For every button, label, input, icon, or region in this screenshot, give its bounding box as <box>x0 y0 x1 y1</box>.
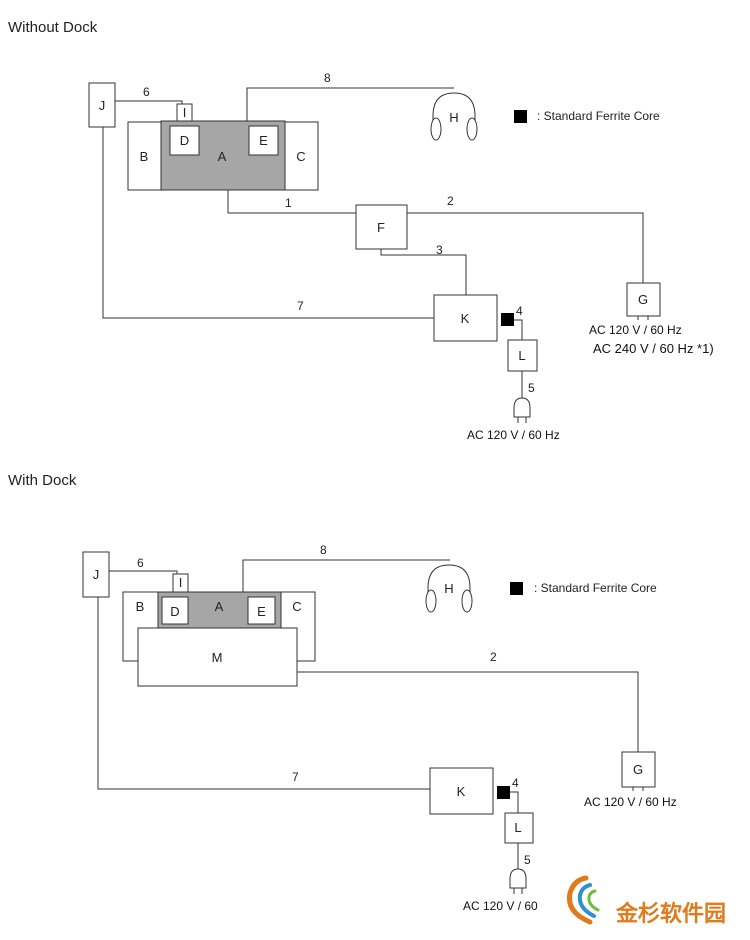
ferrite-core <box>497 786 510 799</box>
plug-icon <box>513 397 531 423</box>
component-h-label: H <box>449 110 458 125</box>
component-f-label: F <box>377 220 385 235</box>
component-i-label: I <box>183 105 187 120</box>
component-j-label: J <box>93 567 100 582</box>
power-g: AC 120 V / 60 Hz <box>584 795 677 809</box>
cable-1-label: 1 <box>285 196 292 210</box>
component-g-label: G <box>638 292 648 307</box>
cable-6-label: 6 <box>143 85 150 99</box>
component-l-label: L <box>514 820 521 835</box>
component-d-label: D <box>180 133 189 148</box>
cable-4-label: 4 <box>512 776 519 790</box>
watermark-text: 金杉软件园 <box>615 901 726 927</box>
component-d <box>169 125 200 156</box>
power-g-line2: AC 240 V / 60 Hz *1) <box>593 341 714 356</box>
cable-7-label: 7 <box>292 770 299 784</box>
component-k-label: K <box>457 784 466 799</box>
legend-text: : Standard Ferrite Core <box>537 109 660 123</box>
component-k-label: K <box>461 311 470 326</box>
component-d <box>161 596 189 625</box>
component-j <box>82 551 110 598</box>
component-e-label: E <box>259 133 268 148</box>
cable-6-label: 6 <box>137 556 144 570</box>
legend-ferrite-icon <box>510 582 523 595</box>
cable-5-label: 5 <box>524 853 531 867</box>
headphones-icon <box>425 564 473 613</box>
ferrite-core <box>501 313 514 326</box>
component-e <box>248 125 279 156</box>
cable-4-label: 4 <box>516 304 523 318</box>
component-c-label: C <box>296 149 305 164</box>
component-m-label: M <box>212 650 223 665</box>
component-m <box>137 627 298 687</box>
component-k <box>429 767 494 815</box>
power-plug: AC 120 V / 60 Hz <box>467 428 560 442</box>
component-j-label: J <box>99 98 106 113</box>
component-f <box>355 204 408 250</box>
component-g-label: G <box>633 762 643 777</box>
cable-2-label: 2 <box>447 194 454 208</box>
wires-with-dock <box>97 559 639 869</box>
component-c-label: C <box>292 599 301 614</box>
legend-ferrite-icon <box>514 110 527 123</box>
component-g-pins <box>632 787 644 791</box>
component-l-label: L <box>518 348 525 363</box>
section-title-without-dock: Without Dock <box>8 19 98 36</box>
component-j <box>88 82 116 128</box>
component-h-label: H <box>444 581 453 596</box>
component-g <box>626 282 661 317</box>
cable-2-label: 2 <box>490 650 497 664</box>
legend-text: : Standard Ferrite Core <box>534 581 657 595</box>
component-b-label: B <box>136 599 145 614</box>
component-g <box>621 751 656 788</box>
component-e <box>247 596 276 625</box>
component-i-label: I <box>179 575 183 590</box>
component-a-label: A <box>218 149 227 164</box>
component-l <box>504 812 534 844</box>
cable-5-label: 5 <box>528 381 535 395</box>
cable-7-label: 7 <box>297 299 304 313</box>
component-g-pins <box>637 316 649 320</box>
component-k <box>433 294 498 342</box>
component-b-label: B <box>140 149 149 164</box>
component-a-label: A <box>215 599 224 614</box>
component-l <box>507 339 538 372</box>
cable-3-label: 3 <box>436 243 443 257</box>
power-plug: AC 120 V / 60 <box>463 899 538 913</box>
headphones-icon <box>430 92 478 141</box>
component-d-label: D <box>170 604 179 619</box>
wires-without-dock <box>102 87 644 398</box>
component-e-label: E <box>257 604 266 619</box>
plug-icon <box>509 868 527 894</box>
component-b <box>127 121 162 191</box>
watermark-logo-icon <box>566 875 600 925</box>
cable-8-label: 8 <box>324 71 331 85</box>
power-g-line1: AC 120 V / 60 Hz <box>589 323 682 337</box>
section-title-with-dock: With Dock <box>8 472 77 489</box>
cable-8-label: 8 <box>320 543 327 557</box>
